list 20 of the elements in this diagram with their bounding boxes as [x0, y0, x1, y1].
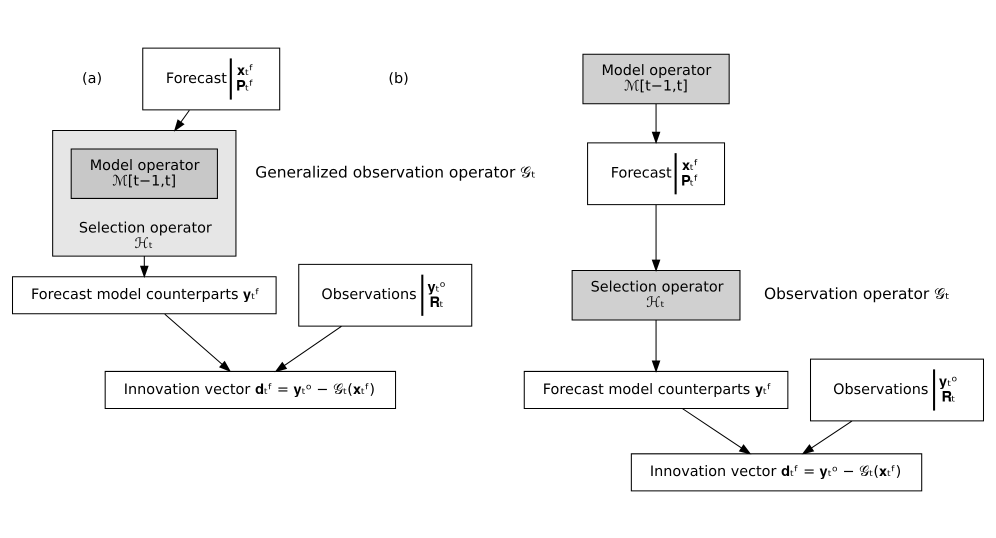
arrow: [274, 325, 342, 372]
node-box: Selection operator ℋₜ: [572, 270, 740, 320]
arrow: [652, 320, 660, 372]
label: (b): [388, 70, 409, 86]
arrow: [174, 110, 190, 132]
arrow: [164, 313, 232, 372]
label: (a): [82, 70, 102, 86]
node-box: Forecast model counterparts 𝐲ₜᶠ: [12, 276, 277, 314]
node-box: Innovation vector 𝐝ₜᶠ = 𝐲ₜᵒ − 𝒢ₜ(𝐱ₜᶠ): [104, 370, 396, 409]
node-label: Generalized observation operator 𝒢ₜ: [255, 162, 536, 181]
arrow: [652, 204, 660, 272]
arrow: [682, 408, 752, 454]
node-box: Model operator ℳ[t−1,t]: [70, 148, 218, 198]
node-label: Observation operator 𝒢ₜ: [764, 284, 950, 302]
node-box: Model operator ℳ[t−1,t]: [582, 53, 730, 104]
node-box: Innovation vector 𝐝ₜᶠ = 𝐲ₜᵒ − 𝒢ₜ(𝐱ₜᶠ): [630, 452, 922, 491]
arrow: [140, 256, 149, 278]
arrow: [802, 420, 852, 454]
node-box: Forecast model counterparts 𝐲ₜᶠ: [524, 370, 788, 409]
arrow: [652, 103, 660, 144]
